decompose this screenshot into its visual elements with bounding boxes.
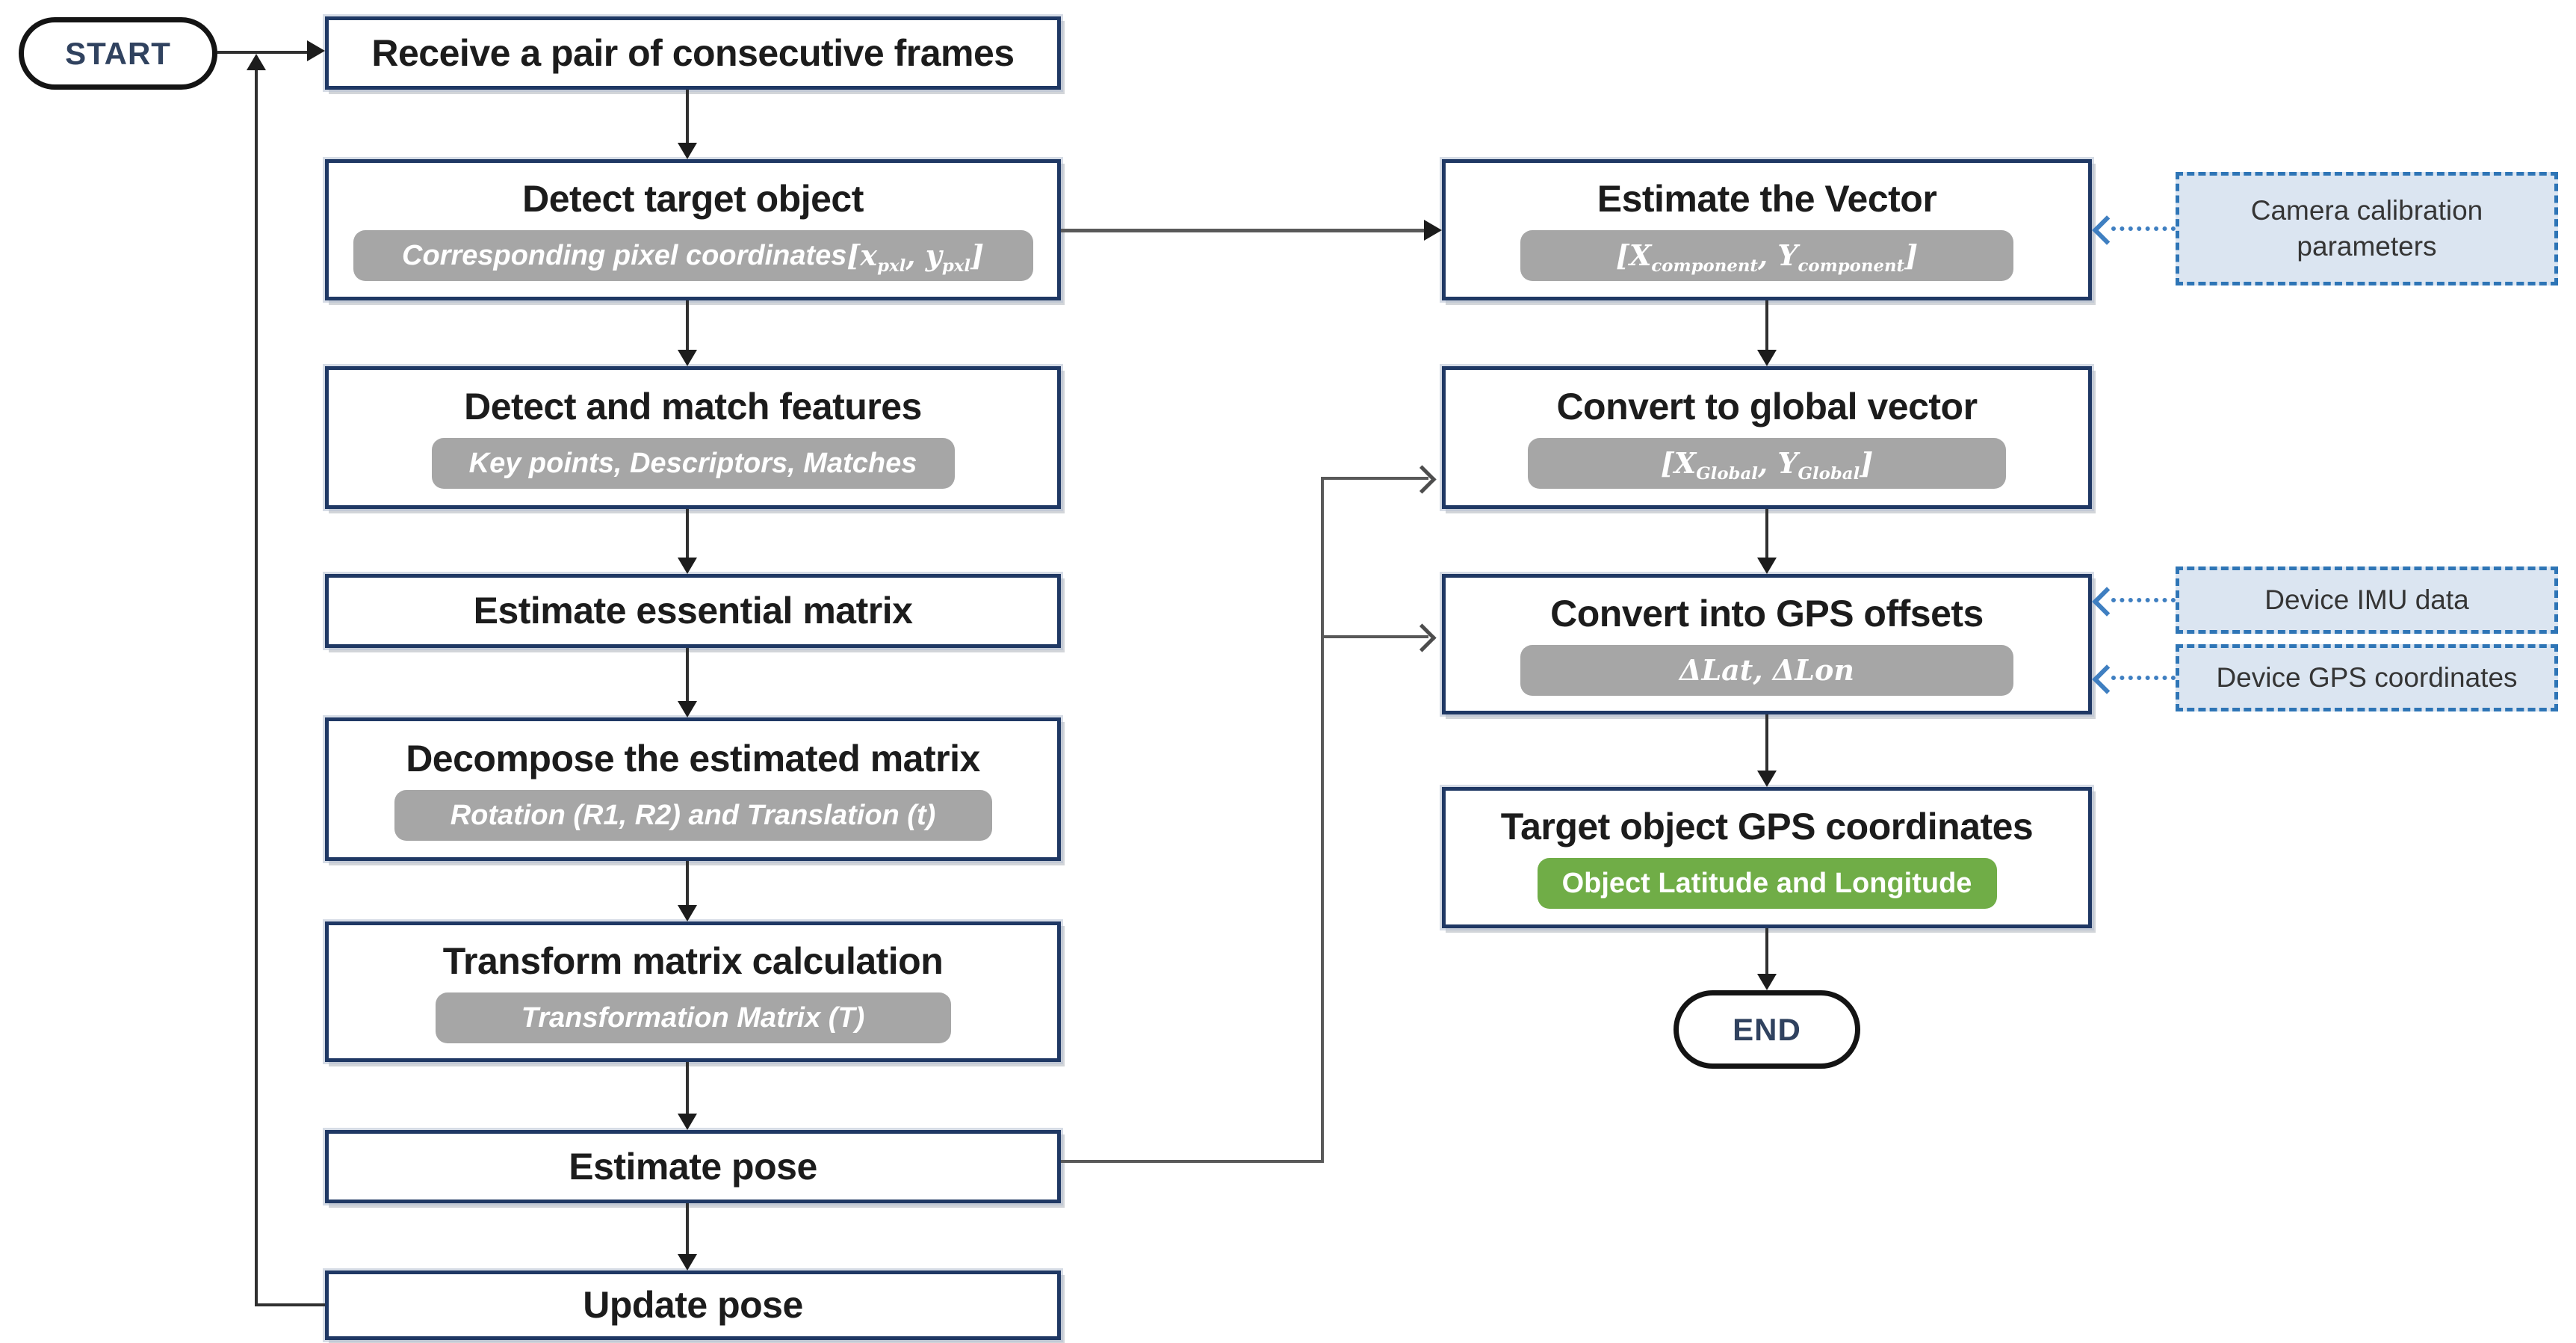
node-title: Target object GPS coordinates	[1500, 806, 2034, 848]
arrow-vector-to-global	[1765, 300, 1768, 351]
node-output-pill: Rotation (R1, R2) and Translation (t)	[394, 789, 992, 841]
arrowhead-pose-to-global-vector	[1408, 465, 1437, 494]
arrowhead-feedback-up	[247, 54, 266, 70]
arrow-target-to-end	[1765, 928, 1768, 975]
line-pose-routing-vertical	[1321, 477, 1324, 1163]
flow-node-detect-target: Detect target object Corresponding pixel…	[325, 159, 1061, 300]
arrow-essential-to-decompose	[686, 648, 689, 703]
arrowhead-offsets-to-target	[1757, 771, 1777, 787]
arrowhead-start-to-receive	[307, 40, 325, 61]
arrowhead-detect-target-to-vector	[1424, 220, 1442, 241]
side-note-label: Camera calibration parameters	[2250, 194, 2483, 262]
arrowhead-transform-to-estimate-pose	[678, 1114, 697, 1130]
flow-node-transform-matrix-calculation: Transform matrix calculation Transformat…	[325, 921, 1061, 1062]
node-output-pill: [Xcomponent, Ycomponent]	[1520, 230, 2013, 281]
flow-node-decompose-matrix: Decompose the estimated matrix Rotation …	[325, 717, 1061, 861]
side-note-label: Device GPS coordinates	[2216, 661, 2518, 693]
arrowhead-global-to-offsets	[1757, 558, 1777, 574]
side-note-device-imu: Device IMU data	[2176, 566, 2558, 634]
node-title: Convert into GPS offsets	[1550, 592, 1984, 635]
arrow-start-to-receive	[217, 51, 312, 54]
node-title: Receive a pair of consecutive frames	[371, 31, 1015, 74]
end-terminal: END	[1674, 990, 1860, 1069]
node-title: Decompose the estimated matrix	[406, 737, 980, 779]
start-terminal-label: START	[65, 35, 171, 71]
arrowhead-receive-to-detect-target	[678, 143, 697, 159]
arrow-transform-to-estimate-pose	[686, 1062, 689, 1115]
line-estimate-pose-out	[1061, 1160, 1324, 1163]
node-result-pill: Object Latitude and Longitude	[1537, 858, 1997, 909]
branch-pose-to-gps-offsets	[1321, 635, 1428, 638]
arrow-offsets-to-target	[1765, 714, 1768, 772]
side-note-label: Device IMU data	[2264, 584, 2469, 615]
node-output-pill: [XGlobal, YGlobal]	[1528, 438, 2006, 489]
node-title: Estimate the Vector	[1597, 178, 1937, 220]
node-title: Update pose	[583, 1284, 803, 1326]
arrowhead-vector-to-global	[1757, 350, 1777, 366]
flow-node-estimate-essential-matrix: Estimate essential matrix	[325, 574, 1061, 648]
arrowhead-detect-target-to-match	[678, 350, 697, 366]
feedback-line-vertical	[255, 69, 258, 1305]
arrow-detect-target-to-vector	[1061, 229, 1425, 232]
node-title: Estimate essential matrix	[473, 590, 913, 632]
branch-pose-to-global-vector	[1321, 477, 1428, 480]
arrowhead-estimate-pose-to-update-pose	[678, 1254, 697, 1271]
arrow-receive-to-detect-target	[686, 90, 689, 144]
arrowhead-decompose-to-transform	[678, 905, 697, 921]
side-note-camera-calibration: Camera calibration parameters	[2176, 172, 2558, 285]
side-note-device-gps: Device GPS coordinates	[2176, 644, 2558, 711]
dashed-line-device-gps	[2111, 676, 2176, 680]
arrowhead-pose-to-gps-offsets	[1408, 623, 1437, 652]
arrowhead-essential-to-decompose	[678, 701, 697, 717]
flow-node-receive-frames: Receive a pair of consecutive frames	[325, 16, 1061, 90]
flow-node-update-pose: Update pose	[325, 1271, 1061, 1340]
flow-node-estimate-vector: Estimate the Vector [Xcomponent, Ycompon…	[1442, 159, 2092, 300]
arrow-estimate-pose-to-update-pose	[686, 1203, 689, 1256]
flow-node-detect-match-features: Detect and match features Key points, De…	[325, 366, 1061, 509]
node-title: Estimate pose	[569, 1145, 817, 1188]
node-output-pill: ΔLat, ΔLon	[1520, 644, 2013, 696]
arrow-detect-target-to-match	[686, 300, 689, 351]
flow-node-convert-gps-offsets: Convert into GPS offsets ΔLat, ΔLon	[1442, 574, 2092, 714]
flow-node-target-gps-coordinates: Target object GPS coordinates Object Lat…	[1442, 787, 2092, 928]
node-title: Transform matrix calculation	[442, 939, 944, 982]
dashed-line-camera-calibration	[2111, 226, 2176, 231]
arrowhead-device-imu	[2092, 587, 2122, 617]
arrowhead-match-to-essential	[678, 558, 697, 574]
dashed-line-device-imu	[2111, 598, 2176, 602]
node-output-pill: Transformation Matrix (T)	[435, 992, 951, 1043]
node-title: Detect and match features	[464, 386, 922, 427]
feedback-line-from-update-pose	[255, 1303, 325, 1306]
arrowhead-device-gps	[2092, 664, 2122, 694]
arrowhead-camera-calibration	[2092, 215, 2122, 245]
arrow-global-to-offsets	[1765, 509, 1768, 559]
node-title: Convert to global vector	[1556, 386, 1978, 427]
node-title: Detect target object	[522, 178, 864, 220]
node-output-pill: Corresponding pixel coordinates [xpxl, y…	[353, 230, 1033, 281]
end-terminal-label: END	[1733, 1011, 1801, 1047]
flow-node-convert-global-vector: Convert to global vector [XGlobal, YGlob…	[1442, 366, 2092, 509]
arrowhead-target-to-end	[1757, 974, 1777, 990]
arrow-match-to-essential	[686, 509, 689, 559]
start-terminal: START	[19, 17, 217, 90]
arrow-decompose-to-transform	[686, 861, 689, 907]
flow-node-estimate-pose: Estimate pose	[325, 1130, 1061, 1203]
node-output-pill: Key points, Descriptors, Matches	[431, 438, 955, 489]
